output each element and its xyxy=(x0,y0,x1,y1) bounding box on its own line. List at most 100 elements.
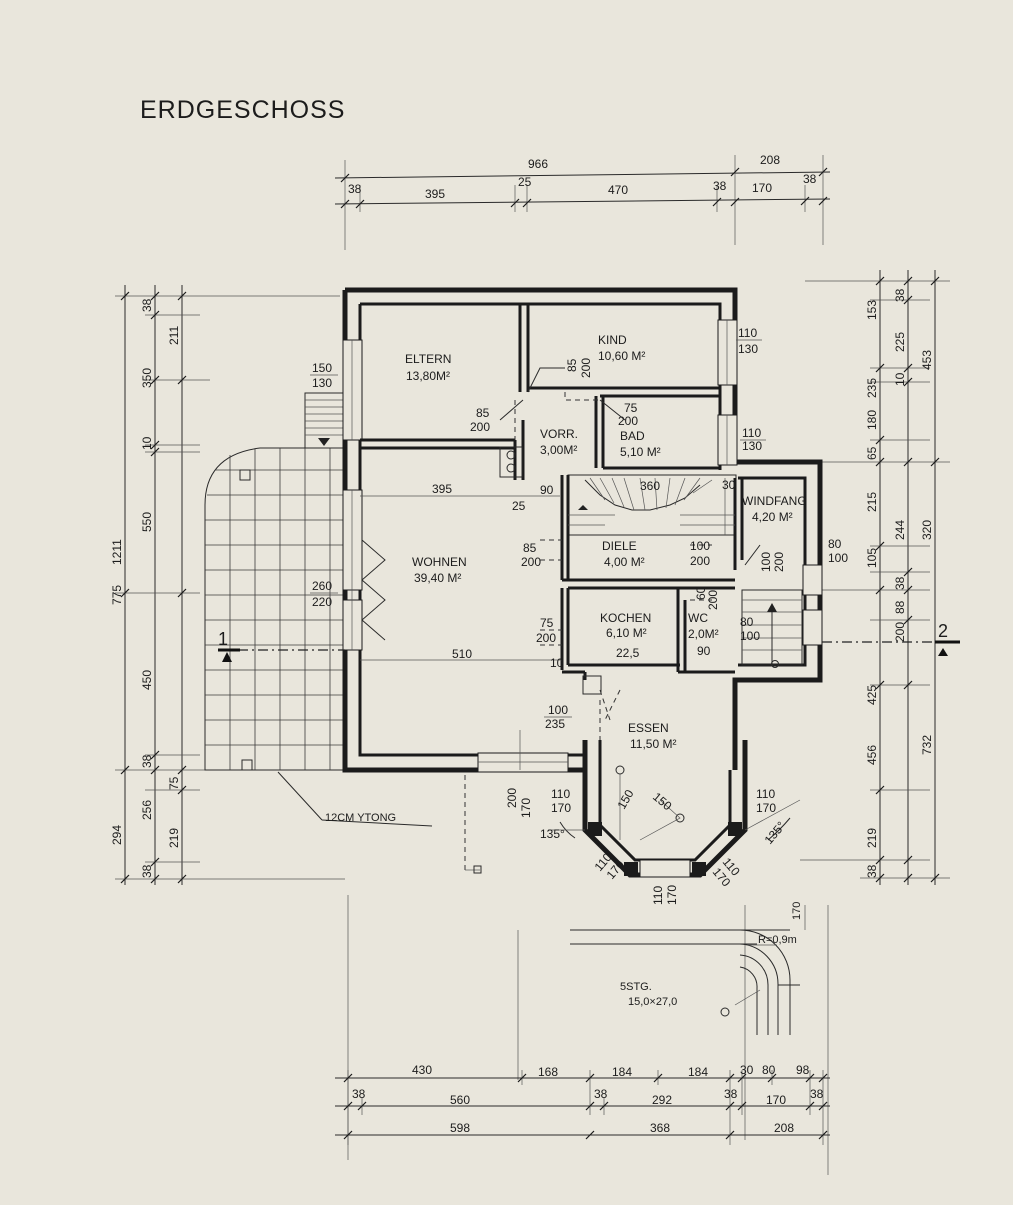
dim-bottom-r3: 208 xyxy=(774,1121,794,1135)
dim-bottom-r2: 292 xyxy=(652,1093,672,1107)
opening-dim: 170 xyxy=(519,798,533,818)
room-name-vorr: VORR. xyxy=(540,427,578,441)
dim-right-b: 10 xyxy=(893,372,907,386)
dim-top-seg: 38 xyxy=(348,182,362,196)
dim-22-5: 22,5 xyxy=(616,646,640,660)
stair-radius: R=0,9m xyxy=(758,934,797,946)
arrow-up-icon xyxy=(767,603,777,612)
opening-labels: 150 130 110 130 110 130 85 200 75 200 85… xyxy=(310,326,848,905)
room-area-eltern: 13,80M² xyxy=(406,369,450,383)
opening-dim: 220 xyxy=(312,595,332,609)
door-swings xyxy=(499,367,761,770)
entrance-stairs xyxy=(741,589,803,668)
dim-30: 30 xyxy=(722,478,736,492)
dim-294: 294 xyxy=(110,825,124,845)
opening-dim: 85 xyxy=(565,358,579,372)
opening-dim: 200 xyxy=(618,414,638,428)
dim-left-mid: 38 xyxy=(140,298,154,312)
ytong-label: 12CM YTONG xyxy=(325,812,396,824)
section-lines: 1 2 xyxy=(218,621,960,662)
dim-150a: 150 xyxy=(614,787,636,812)
room-name-wc: WC xyxy=(688,611,708,625)
opening-dim: 110 xyxy=(651,886,665,905)
dim-right-a: 105 xyxy=(865,548,879,568)
dim-right-b: 244 xyxy=(893,520,907,540)
window-eltern xyxy=(342,339,363,441)
opening-dim: 200 xyxy=(579,358,593,378)
dim-right-b: 200 xyxy=(893,622,907,642)
dim-right-a: 65 xyxy=(865,446,879,460)
dim-bottom-r1: 184 xyxy=(688,1065,708,1079)
opening-dim: 170 xyxy=(756,801,776,815)
opening-dim: 200 xyxy=(521,555,541,569)
opening-dim: 100 xyxy=(828,551,848,565)
dim-left-inner: 75 xyxy=(167,776,181,790)
opening-dim: 200 xyxy=(470,420,490,434)
dim-bottom-r3: 368 xyxy=(650,1121,670,1135)
room-area-diele: 4,00 M² xyxy=(604,555,645,569)
dim-right-a: 215 xyxy=(865,492,879,512)
dim-bottom-r2: 38 xyxy=(724,1087,738,1101)
room-area-windfang: 4,20 M² xyxy=(752,510,793,524)
dim-right-c: 732 xyxy=(920,735,934,755)
dim-left-inner: 211 xyxy=(167,326,181,345)
room-name-kochen: KOCHEN xyxy=(600,611,651,625)
window-kind xyxy=(717,319,738,386)
dim-left-mid: 38 xyxy=(140,864,154,878)
ytong-note: 12CM YTONG xyxy=(277,771,433,827)
room-area-wc: 2,0M² xyxy=(688,627,719,641)
dim-90: 90 xyxy=(540,483,554,497)
dim-right-a: 180 xyxy=(865,410,879,430)
opening-dim: 75 xyxy=(624,401,638,415)
dim-966: 966 xyxy=(528,157,548,171)
dim-775: 775 xyxy=(110,585,124,605)
opening-dim: 100 xyxy=(740,629,760,643)
wohnen-dim-510: 510 xyxy=(452,647,472,661)
window-wohnen-1 xyxy=(342,489,363,591)
opening-dim: 200 xyxy=(505,788,519,808)
opening-dim: 200 xyxy=(536,631,556,645)
room-area-wohnen: 39,40 M² xyxy=(414,571,461,585)
sliding-door xyxy=(361,539,386,641)
room-area-essen: 11,50 M² xyxy=(630,737,676,751)
opening-dim: 130 xyxy=(738,342,758,356)
dim-right-b: 38 xyxy=(893,288,907,302)
dim-bottom-r1: 80 xyxy=(762,1063,776,1077)
dim-top-seg: 470 xyxy=(608,183,628,197)
opening-dim: 85 xyxy=(476,406,490,420)
opening-dim: 110 xyxy=(756,787,775,801)
dim-left-mid: 450 xyxy=(140,670,154,690)
top-dimensions: 966 208 38 395 25 470 38 170 38 xyxy=(334,153,831,250)
room-name-eltern: ELTERN xyxy=(405,352,451,366)
dim-25: 25 xyxy=(512,499,526,513)
dim-left-mid: 550 xyxy=(140,512,154,532)
dim-bottom-r3: 598 xyxy=(450,1121,470,1135)
opening-dim: 80 xyxy=(740,615,754,629)
right-dimensions: 153 235 180 65 215 105 425 456 219 38 38… xyxy=(800,270,950,885)
room-area-bad: 5,10 M² xyxy=(620,445,661,459)
dim-90-wc: 90 xyxy=(697,644,711,658)
dim-right-b: 88 xyxy=(893,600,907,614)
room-labels: ELTERN 13,80M² KIND 10,60 M² VORR. 3,00M… xyxy=(405,333,807,751)
terrace-door-wohnen xyxy=(477,752,569,773)
dim-top-seg: 38 xyxy=(713,179,727,193)
room-name-diele: DIELE xyxy=(602,539,637,553)
dim-bottom-r2: 170 xyxy=(766,1093,786,1107)
room-name-kind: KIND xyxy=(598,333,627,347)
opening-dim: 110 xyxy=(738,326,757,340)
dim-left-mid: 10 xyxy=(140,436,154,450)
opening-dim: 235 xyxy=(545,717,565,731)
dim-bottom-r2: 38 xyxy=(352,1087,366,1101)
projection-lines xyxy=(347,775,829,1175)
drain-icon xyxy=(241,759,253,771)
opening-dim: 110 xyxy=(551,787,570,801)
opening-dim: 100 xyxy=(548,703,568,717)
window-wc xyxy=(802,609,823,646)
arrow-down-icon xyxy=(318,438,330,446)
dim-right-b: 38 xyxy=(893,576,907,590)
dim-left-mid: 256 xyxy=(140,800,154,820)
dim-right-a: 425 xyxy=(865,685,879,705)
window-wohnen-2 xyxy=(342,599,363,651)
opening-dim: 60 xyxy=(694,586,708,600)
stair-dimensions: 15,0×27,0 xyxy=(628,996,677,1008)
